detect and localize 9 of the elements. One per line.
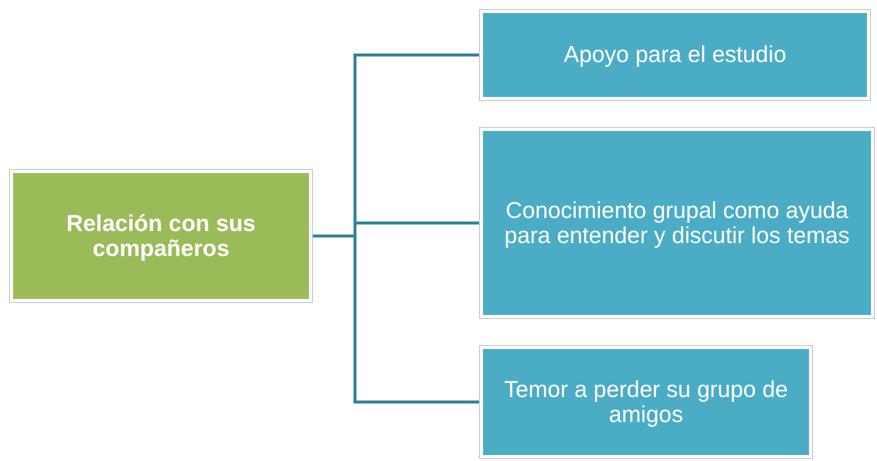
connector-line — [312, 234, 480, 404]
topic-box — [480, 128, 874, 318]
box-label: Conocimiento grupal como ayuda para entender y discutir los temas — [503, 198, 851, 248]
box-label: Apoyo para el estudio — [564, 42, 786, 68]
topic-box — [480, 346, 812, 458]
box-label: Temor a perder su grupo de amigos — [503, 376, 789, 428]
topic-box — [480, 10, 870, 100]
topic-box — [10, 170, 312, 302]
box-label: Relación con sus compañeros — [65, 210, 257, 262]
